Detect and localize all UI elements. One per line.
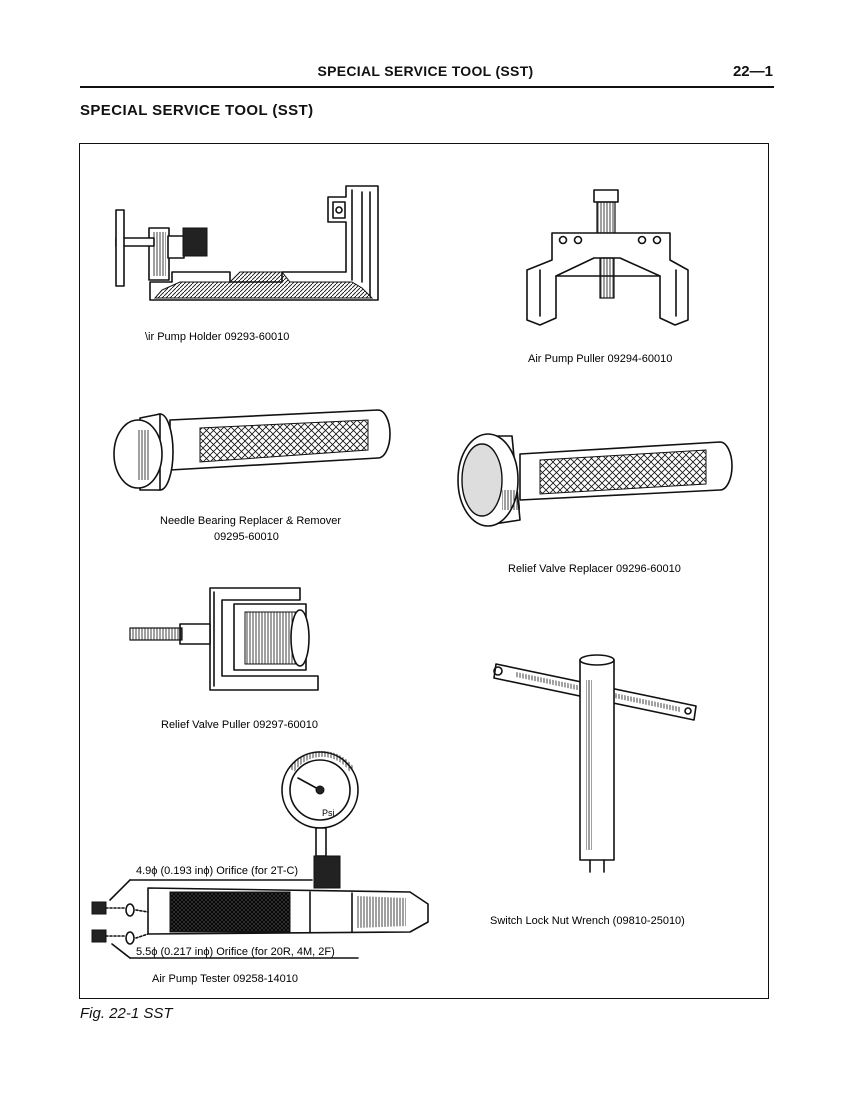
relief-valve-replacer-drawing — [457, 433, 733, 527]
gauge-unit-label: Psi — [322, 808, 335, 818]
header-rule — [80, 86, 774, 88]
switch-lock-nut-wrench-drawing — [493, 654, 697, 873]
orifice-20r-label: 5.5ϕ (0.217 inϕ) Orifice (for 20R, 4M, 2… — [136, 946, 335, 958]
air-pump-puller-label: Air Pump Puller 09294-60010 — [528, 353, 672, 365]
figure-caption: Fig. 22-1 SST — [80, 1005, 173, 1022]
needle-bearing-label-line1: Needle Bearing Replacer & Remover — [160, 515, 341, 527]
air-pump-holder-label: \ir Pump Holder 09293-60010 — [145, 331, 289, 343]
page-number: 22—1 — [732, 63, 773, 80]
section-title: SPECIAL SERVICE TOOL (SST) — [80, 102, 314, 119]
needle-bearing-replacer-drawing — [113, 409, 391, 491]
orifice-2tc-label: 4.9ϕ (0.193 inϕ) Orifice (for 2T-C) — [136, 865, 298, 877]
air-pump-holder-drawing — [115, 185, 379, 301]
figure-frame — [79, 143, 769, 999]
air-pump-puller-drawing — [526, 189, 689, 326]
relief-valve-puller-drawing — [129, 587, 319, 691]
relief-valve-puller-label: Relief Valve Puller 09297-60010 — [161, 719, 318, 731]
air-pump-tester-drawing: Psi — [91, 750, 429, 959]
page-header-title: SPECIAL SERVICE TOOL (SST) — [317, 63, 534, 79]
air-pump-tester-label: Air Pump Tester 09258-14010 — [152, 973, 298, 985]
switch-lock-nut-wrench-label: Switch Lock Nut Wrench (09810-25010) — [490, 915, 685, 927]
needle-bearing-label-line2: 09295-60010 — [214, 531, 279, 543]
relief-valve-replacer-label: Relief Valve Replacer 09296-60010 — [508, 563, 681, 575]
